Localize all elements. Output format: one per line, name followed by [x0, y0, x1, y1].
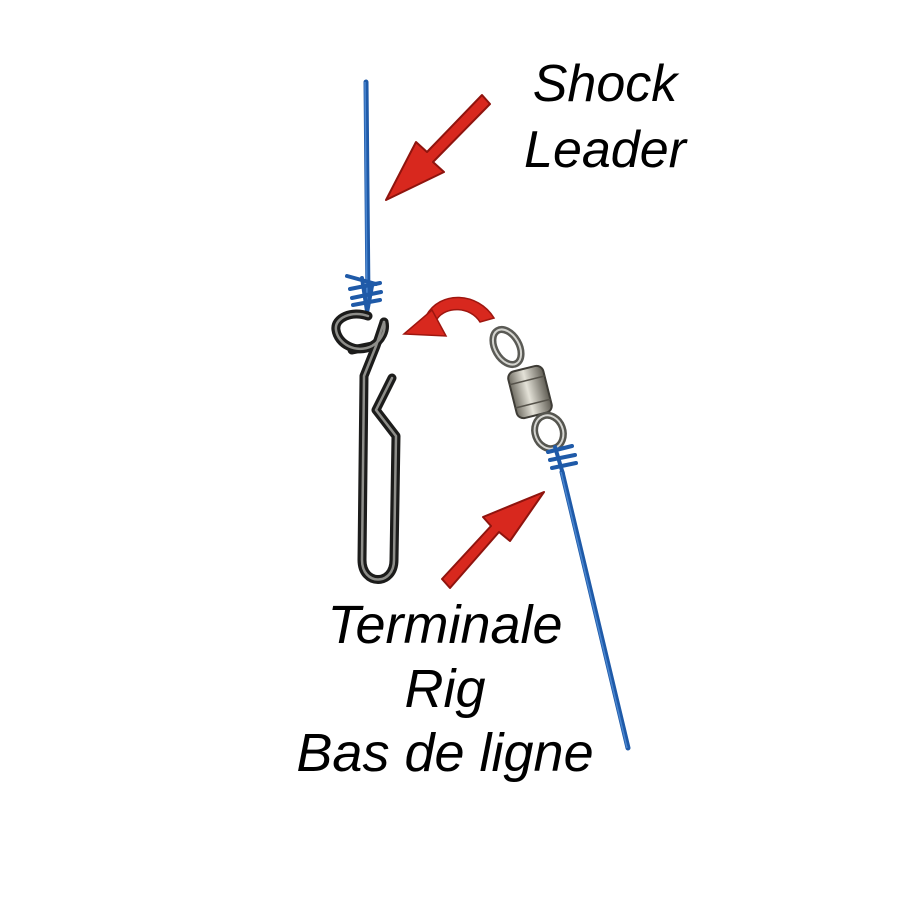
shock-leader-line-1: Shock — [532, 55, 678, 113]
terminal-rig-line-2: Rig — [404, 659, 486, 719]
terminal-rig-line — [559, 469, 631, 751]
shock-leader-line — [363, 79, 371, 303]
knot-icon — [546, 444, 578, 476]
clip-snap-icon — [331, 309, 401, 584]
terminal-rig-label: Terminale Rig Bas de ligne — [245, 598, 645, 790]
curved-attach-arrow-icon — [402, 296, 496, 337]
shock-leader-label: Shock Leader — [500, 58, 710, 190]
terminal-rig-line-3: Bas de ligne — [296, 723, 594, 783]
rolling-swivel-icon — [489, 325, 567, 453]
shock-leader-line-2: Leader — [524, 121, 686, 179]
knot-icon — [345, 274, 383, 320]
terminal-rig-line-1: Terminale — [327, 595, 563, 655]
red-arrow-icon — [385, 94, 491, 201]
red-arrow-icon — [441, 491, 545, 589]
